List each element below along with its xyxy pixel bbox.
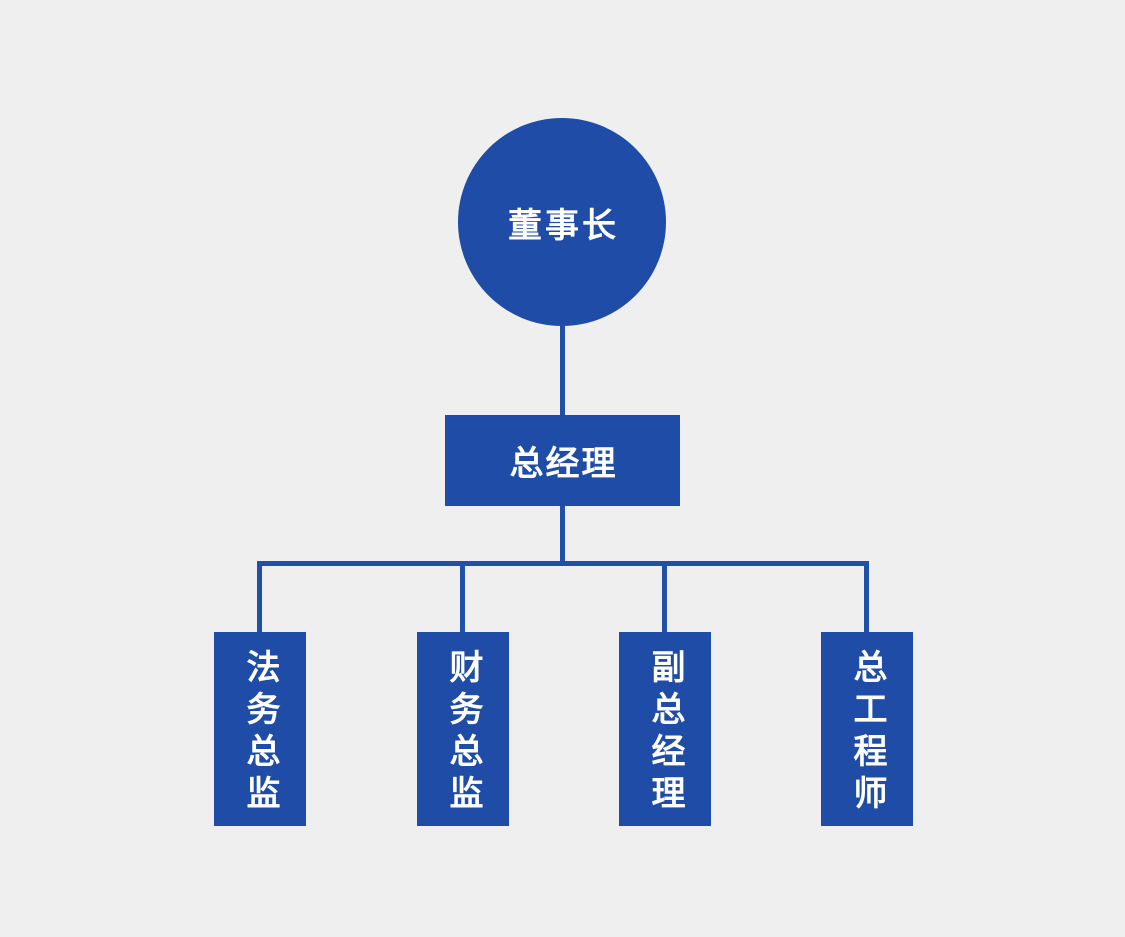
org-node-chairman[interactable]: 董事长 bbox=[458, 118, 666, 326]
org-node-legal-director[interactable]: 法务总监 bbox=[214, 632, 306, 826]
org-node-finance-director-label: 财务总监 bbox=[444, 649, 482, 817]
connector-drop-legal bbox=[257, 561, 262, 632]
org-node-chief-engineer-label: 总工程师 bbox=[848, 649, 886, 817]
org-node-finance-director[interactable]: 财务总监 bbox=[417, 632, 509, 826]
org-node-legal-director-label: 法务总监 bbox=[241, 649, 279, 817]
org-node-deputy-general-manager-label: 副总经理 bbox=[646, 649, 684, 817]
connector-chairman-to-gm bbox=[560, 325, 565, 415]
connector-horizontal-bus bbox=[257, 561, 869, 566]
org-node-chief-engineer[interactable]: 总工程师 bbox=[821, 632, 913, 826]
connector-drop-finance bbox=[460, 561, 465, 632]
connector-drop-chief bbox=[864, 561, 869, 632]
org-node-general-manager[interactable]: 总经理 bbox=[445, 415, 680, 506]
org-node-general-manager-label: 总经理 bbox=[509, 445, 618, 483]
connector-gm-stub bbox=[560, 506, 565, 563]
connector-drop-deputy bbox=[662, 561, 667, 632]
org-node-chairman-label: 董事长 bbox=[508, 206, 619, 245]
org-node-deputy-general-manager[interactable]: 副总经理 bbox=[619, 632, 711, 826]
